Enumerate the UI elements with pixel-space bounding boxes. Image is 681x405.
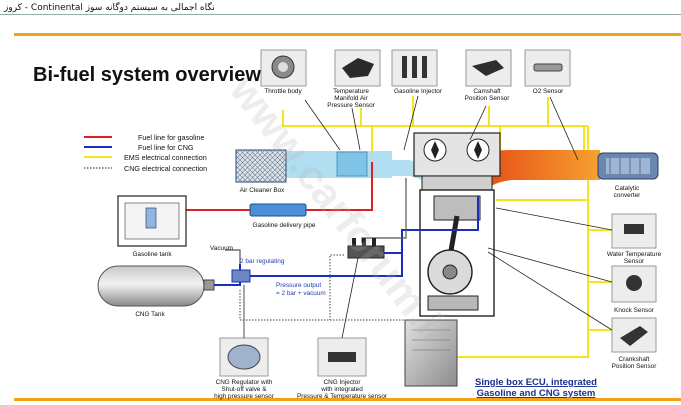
ecu-caption-line2: Gasoline and CNG system [477, 388, 596, 399]
intake-duct [286, 151, 446, 188]
cng-injector-line1: CNG Injector [324, 379, 362, 386]
ecu-unit [404, 319, 458, 387]
gasoline-tank [117, 195, 187, 247]
catalytic-converter [597, 152, 659, 180]
engine-cutaway [413, 132, 501, 317]
cng-injector-line2: with integrated [320, 386, 363, 393]
throttle-body-label: Throttle body [264, 88, 302, 95]
catalytic-label-line1: Catalytic [615, 185, 640, 192]
crankshaft-label-line2: Position Sensor [612, 363, 658, 370]
gasoline-delivery-pipe [249, 203, 307, 217]
crankshaft-label-line1: Crankshaft [619, 356, 650, 363]
diagram-heading: Bi-fuel system overview [33, 64, 261, 86]
orange-header-rule [14, 33, 681, 36]
legend-cng-label: Fuel line for CNG [138, 143, 194, 152]
cng-injector-rail [347, 238, 385, 259]
air-cleaner-box [235, 149, 287, 183]
cng-regulator-line1: CNG Regulator with [216, 379, 273, 386]
knock-sensor-label: Knock Sensor [614, 307, 655, 314]
legend-cng-electrical-label: CNG electrical connection [124, 164, 207, 173]
delivery-pipe-label: Gasoline delivery pipe [253, 222, 316, 229]
cng-regulator-node [231, 269, 251, 283]
ecu-caption-line1: Single box ECU, integrated [475, 377, 597, 388]
right-sensor-thumbnails [611, 213, 657, 353]
gasoline-lines [182, 162, 373, 211]
gasoline-tank-label: Gasoline tank [132, 251, 172, 258]
catalytic-label-line2: converter [614, 192, 642, 199]
orange-footer-rule [14, 398, 681, 401]
pressure-output-line2: = 2 bar + vacuum [276, 290, 326, 297]
tmap-label-line2: Manifold Air [334, 95, 368, 102]
component-thumbnails [260, 49, 571, 87]
legend: Fuel line for gasoline Fuel line for CNG… [84, 133, 207, 173]
o2-sensor-label: O2 Sensor [533, 88, 564, 95]
legend-ems-label: EMS electrical connection [124, 153, 207, 162]
gasoline-injector-label: Gasoline Injector [394, 88, 443, 95]
water-temp-label-line2: Sensor [624, 258, 645, 265]
pointer-lines [243, 95, 613, 339]
crankshaft-sensor-photo [611, 317, 657, 353]
labels: Throttle body Temperature Manifold Air P… [132, 88, 661, 400]
cng-regulator-line3: high pressure sensor [214, 393, 275, 400]
legend-gasoline-label: Fuel line for gasoline [138, 133, 204, 142]
bottom-thumbnails [219, 337, 367, 377]
pressure-output-line1: Pressure output [276, 282, 321, 289]
water-temp-label-line1: Water Temperature [607, 251, 662, 258]
cng-tank [97, 265, 215, 307]
air-cleaner-label: Air Cleaner Box [240, 187, 286, 194]
page-title: نگاه اجمالی به سیستم دوگانه سوز Continen… [4, 3, 215, 13]
camshaft-label-line2: Position Sensor [465, 95, 511, 102]
cng-regulator-line2: Shut-off valve & [222, 386, 268, 393]
top-divider [0, 14, 681, 15]
camshaft-label-line1: Camshaft [473, 88, 501, 95]
tmap-label-line1: Temperature [333, 88, 369, 95]
vacuum-label: Vacuum [210, 245, 233, 252]
cng-tank-label: CNG Tank [135, 311, 165, 318]
cng-injector-line3: Pressure & Temperature sensor [297, 393, 388, 400]
tmap-label-line3: Pressure Sensor [327, 102, 375, 109]
regulating-label: 2 bar regulating [240, 258, 285, 265]
cng-electrical-lines [239, 254, 405, 321]
